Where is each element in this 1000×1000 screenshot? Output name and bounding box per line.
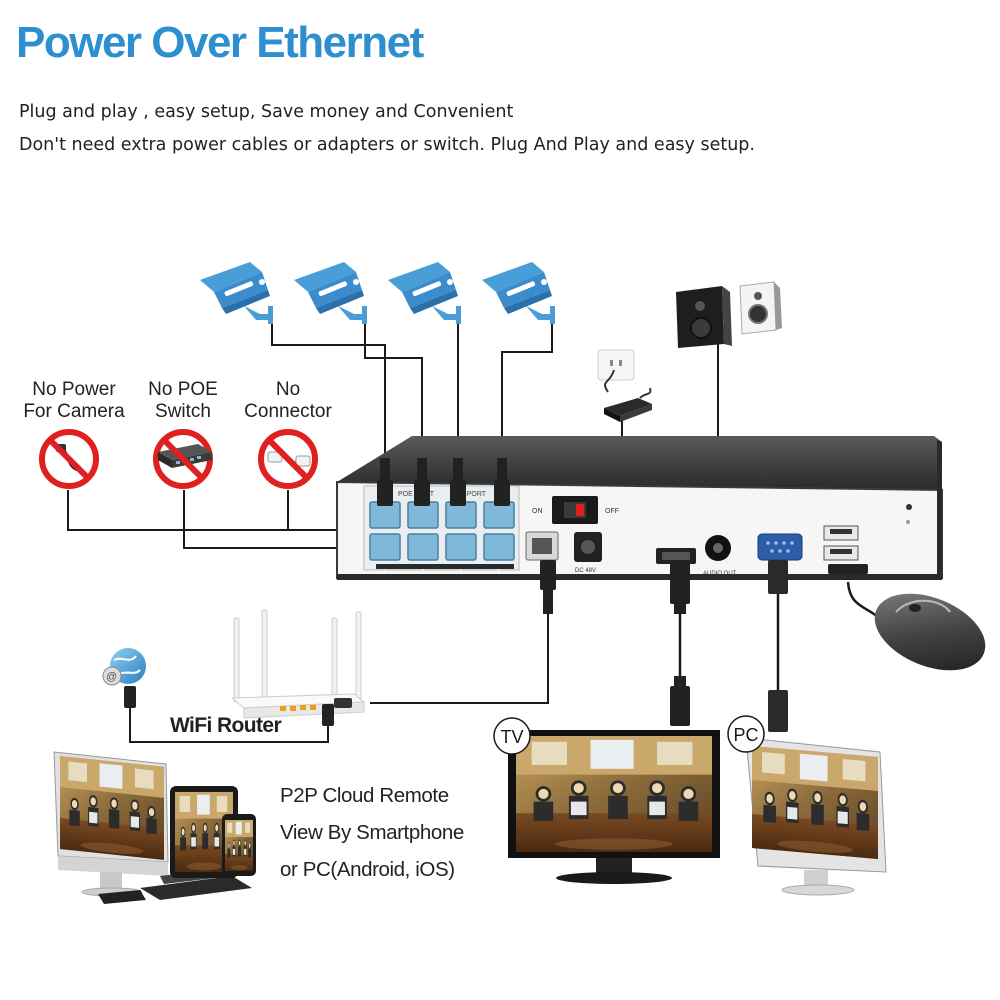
port-number-8: 8 bbox=[383, 570, 387, 576]
wifi-router-icon bbox=[230, 609, 366, 719]
port-number-7: 7 bbox=[421, 570, 425, 576]
wifi-router-label: WiFi Router bbox=[170, 714, 282, 737]
phone-flat-icon bbox=[98, 890, 146, 904]
hdmi-plug-nvr bbox=[670, 560, 690, 614]
page-title: Power Over Ethernet bbox=[16, 18, 424, 67]
no-power-adapter-icon bbox=[39, 429, 99, 489]
port-number-5: 5 bbox=[497, 570, 501, 576]
switch-off-label: OFF bbox=[605, 508, 619, 515]
router-lan-plug bbox=[322, 704, 334, 726]
svg-text:@: @ bbox=[106, 671, 117, 683]
no-connector-line2: Connector bbox=[244, 401, 332, 422]
switch-on-label: ON bbox=[532, 508, 543, 515]
no-connector: No Connector bbox=[244, 379, 332, 489]
no-poe-switch: No POE Switch bbox=[148, 379, 218, 489]
vga-plug-pc bbox=[768, 690, 788, 732]
subtitle-line-2: Don't need extra power cables or adapter… bbox=[19, 135, 755, 155]
ip-camera-3 bbox=[388, 262, 461, 324]
pc-monitor bbox=[745, 737, 887, 896]
dc-48v-label: DC 48V bbox=[575, 568, 596, 574]
svg-text:PC: PC bbox=[733, 725, 758, 745]
svg-text:TV: TV bbox=[500, 727, 523, 747]
subtitle-line-1: Plug and play , easy setup, Save money a… bbox=[19, 102, 514, 122]
ip-camera-4 bbox=[482, 262, 555, 324]
tv-monitor bbox=[508, 730, 720, 884]
tv-badge: TV bbox=[493, 717, 531, 755]
hdmi-plug-tv bbox=[670, 676, 690, 726]
p2p-line-2: View By Smartphone bbox=[280, 821, 464, 844]
power-adapter-icon bbox=[604, 387, 652, 422]
port-number-6: 6 bbox=[459, 570, 463, 576]
camera-cables bbox=[271, 316, 553, 470]
no-power-line1: No Power bbox=[32, 379, 116, 400]
no-poe-switch-icon bbox=[153, 429, 213, 489]
p2p-line-3: or PC(Android, iOS) bbox=[280, 858, 455, 881]
video-cables bbox=[678, 581, 887, 690]
poe-nvr-recorder: POE PORT POE PORT 8 7 6 5 DC 48V ON OFF … bbox=[336, 436, 943, 580]
mouse-icon bbox=[874, 593, 986, 671]
no-connector-icon bbox=[258, 429, 318, 489]
no-poe-line1: No POE bbox=[148, 379, 218, 400]
no-poe-line2: Switch bbox=[155, 401, 211, 422]
imac-icon bbox=[53, 751, 169, 897]
network-cables bbox=[129, 612, 549, 743]
ip-camera-2 bbox=[294, 262, 367, 324]
no-power-line2: For Camera bbox=[23, 401, 125, 422]
vga-plug-nvr bbox=[768, 560, 788, 594]
audio-out-label: AUDIO OUT bbox=[703, 571, 737, 577]
ip-camera-1 bbox=[200, 262, 273, 324]
smartphone-icon bbox=[222, 814, 256, 876]
lan-plug bbox=[540, 560, 556, 614]
poe-port-label-right: POE PORT bbox=[450, 491, 487, 498]
p2p-line-1: P2P Cloud Remote bbox=[280, 784, 449, 807]
pc-badge: PC bbox=[727, 715, 765, 753]
rj45-plugs bbox=[377, 458, 510, 506]
internet-globe-icon: @ bbox=[102, 648, 146, 708]
no-power-for-camera: No Power For Camera bbox=[23, 379, 125, 489]
tablet-icon bbox=[170, 786, 238, 878]
no-needed-bracket bbox=[67, 490, 395, 549]
poe-ports bbox=[369, 501, 515, 561]
speakers-icon bbox=[676, 281, 782, 348]
no-connector-line1: No bbox=[276, 379, 300, 400]
wall-socket-icon bbox=[597, 349, 635, 393]
